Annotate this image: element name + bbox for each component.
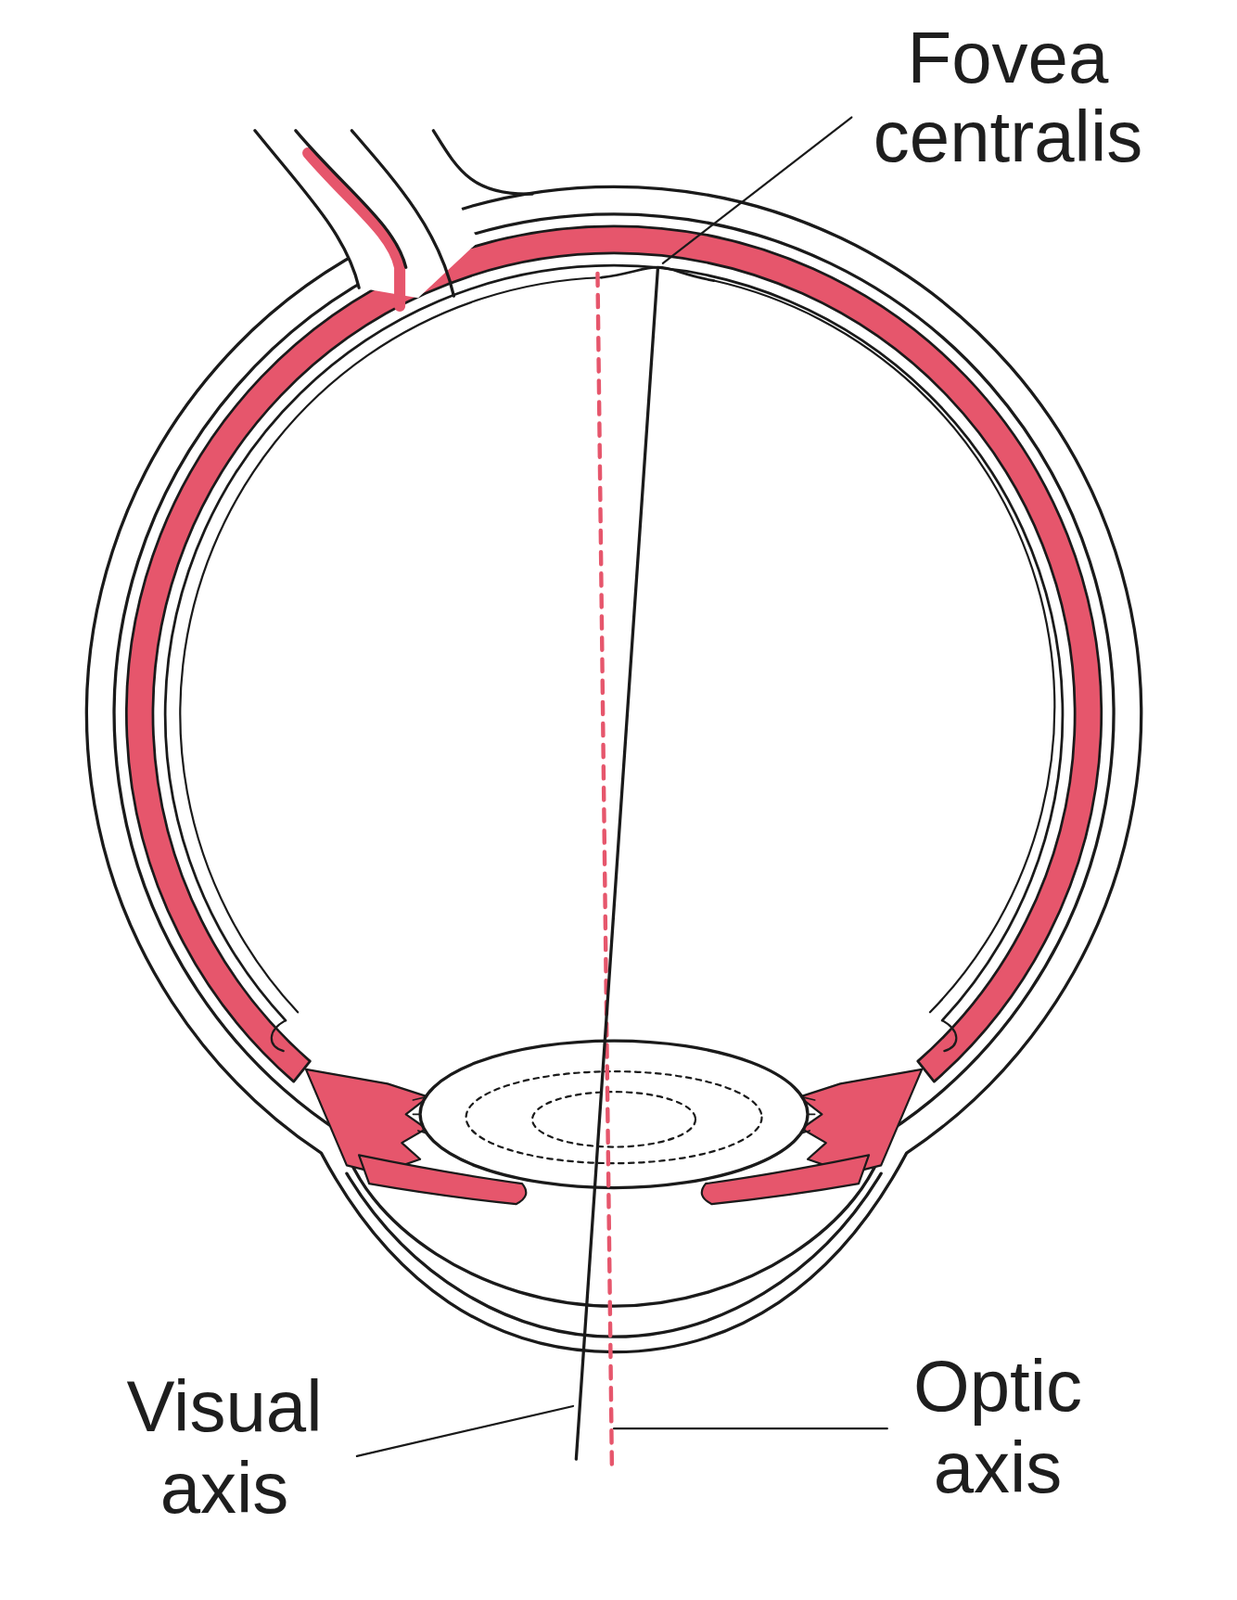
optic-nerve (295, 130, 407, 268)
ora-serrata (271, 1020, 286, 1051)
optic-nerve (351, 130, 454, 296)
optic-axis-line (597, 273, 612, 1465)
lens-nucleus (532, 1091, 696, 1147)
lens-cortex (466, 1071, 763, 1163)
part-label: Visual axis (85, 1364, 364, 1529)
lens (420, 1040, 808, 1187)
optic-nerve (255, 130, 359, 288)
leader-line (663, 117, 852, 264)
part-label: Optic axis (858, 1344, 1137, 1508)
retina-inner (179, 277, 602, 1012)
leader-line (613, 1427, 888, 1429)
sclera-inner (114, 214, 1114, 1306)
sclera-outer (86, 186, 1141, 1352)
retina-inner (714, 280, 1055, 1013)
ora-serrata (942, 1020, 957, 1051)
visual-axis-line (575, 268, 658, 1459)
part-label: Fovea centralis (850, 18, 1166, 177)
leader-line (357, 1405, 574, 1456)
optic-nerve (433, 130, 533, 194)
choroid (126, 226, 1101, 1082)
cornea-line (346, 1173, 881, 1337)
